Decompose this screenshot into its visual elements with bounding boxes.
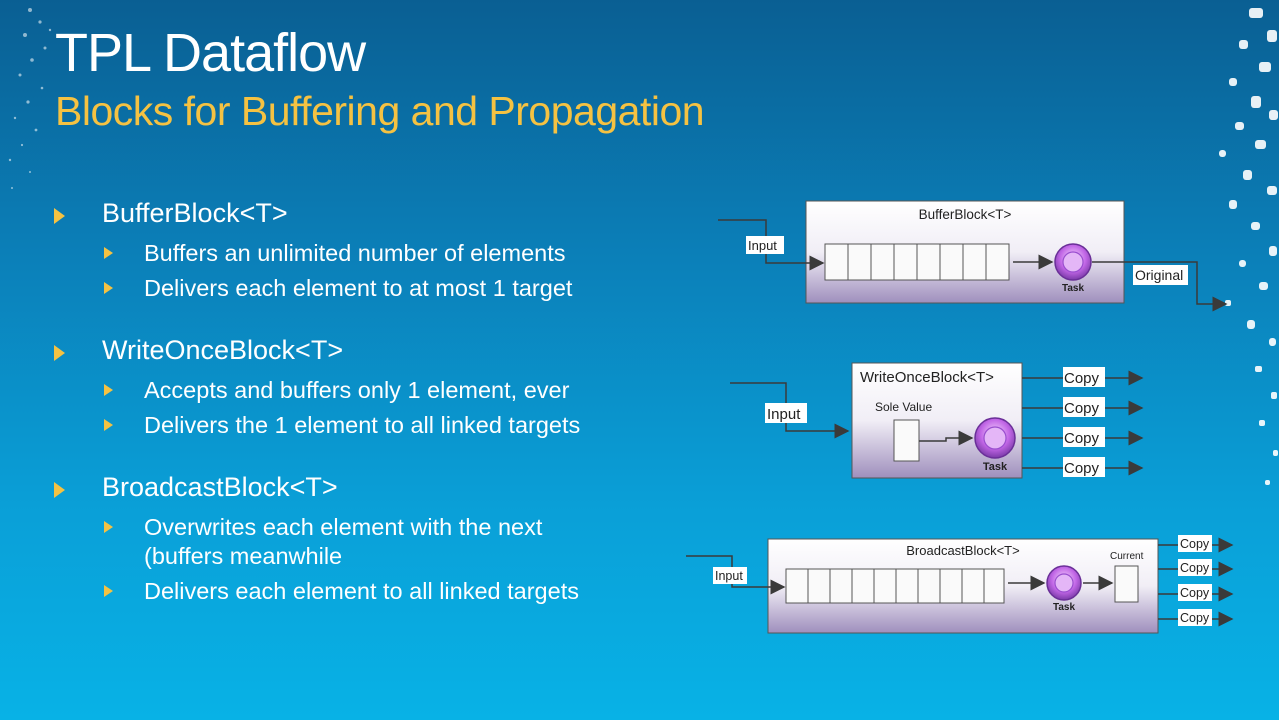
copy-label: Copy [1180, 586, 1210, 600]
bullet-text: Accepts and buffers only 1 element, ever [144, 377, 570, 403]
bullet-triangle-icon [54, 345, 65, 361]
copy-label: Copy [1180, 611, 1210, 625]
input-label: Input [748, 238, 777, 253]
copy-outputs: Copy Copy Copy Copy [1158, 535, 1234, 627]
bullet-group-broadcastblock: BroadcastBlock<T> Overwrites each elemen… [52, 472, 672, 606]
slide-subtitle: Blocks for Buffering and Propagation [55, 88, 705, 134]
output-label: Original [1135, 267, 1183, 283]
copy-label: Copy [1180, 561, 1210, 575]
bullet-triangle-icon [104, 521, 113, 533]
buffer-queue [824, 243, 1010, 281]
bufferblock-diagram: BufferBlock<T> Input Task Original [718, 200, 1228, 312]
input-label-box [746, 236, 784, 254]
copy-label: Copy [1064, 430, 1100, 447]
bullet-text: Delivers the 1 element to all linked tar… [144, 412, 581, 438]
bullet-text: Buffers an unlimited number of elements [144, 240, 566, 266]
broadcast-queue [785, 568, 1005, 604]
task-label: Task [1053, 602, 1075, 613]
bullet-triangle-icon [54, 482, 65, 498]
broadcastblock-diagram: BroadcastBlock<T> Input Task Current Cop… [686, 535, 1234, 634]
bullet-triangle-icon [104, 419, 113, 431]
bullet-level2: Delivers each element to all linked targ… [52, 577, 672, 606]
output-arrow [1092, 261, 1228, 312]
bullet-text: Overwrites each element with the next (b… [144, 514, 543, 569]
bullet-label: WriteOnceBlock<T> [102, 335, 344, 365]
copy-label: Copy [1064, 460, 1100, 477]
bullet-text: Delivers each element to all linked targ… [144, 578, 579, 604]
bullet-list: BufferBlock<T> Buffers an unlimited numb… [52, 198, 672, 638]
input-label-box [765, 403, 807, 423]
decorative-dots-right [1219, 8, 1278, 485]
copy-label: Copy [1180, 537, 1210, 551]
bullet-triangle-icon [104, 282, 113, 294]
bufferblock-title: BufferBlock<T> [919, 207, 1012, 222]
bullet-level2: Delivers each element to at most 1 targe… [52, 274, 672, 303]
bullet-level1: BroadcastBlock<T> [52, 472, 672, 503]
bullet-label: BroadcastBlock<T> [102, 472, 338, 502]
broadcastblock-title: BroadcastBlock<T> [906, 543, 1019, 558]
input-label-box [713, 567, 747, 584]
copy-outputs: Copy Copy Copy Copy [1022, 367, 1144, 477]
input-label: Input [767, 406, 801, 423]
bullet-level2: Overwrites each element with the next (b… [52, 513, 614, 571]
writeonceblock-title: WriteOnceBlock<T> [860, 369, 994, 386]
task-label: Task [983, 461, 1008, 473]
sole-value-slot [893, 419, 920, 462]
current-label: Current [1110, 551, 1144, 562]
bullet-triangle-icon [104, 585, 113, 597]
copy-label: Copy [1064, 400, 1100, 417]
decorative-dots-left [8, 8, 52, 189]
bullet-text: Delivers each element to at most 1 targe… [144, 275, 573, 301]
task-label: Task [1062, 283, 1084, 294]
bullet-level2: Accepts and buffers only 1 element, ever [52, 376, 672, 405]
output-label-box [1133, 265, 1188, 285]
bullet-triangle-icon [54, 208, 65, 224]
input-label: Input [715, 569, 743, 583]
bullet-triangle-icon [104, 247, 113, 259]
current-slot [1114, 565, 1139, 603]
bullet-label: BufferBlock<T> [102, 198, 288, 228]
copy-label: Copy [1064, 370, 1100, 387]
slide-title: TPL Dataflow [55, 23, 366, 83]
bullet-group-bufferblock: BufferBlock<T> Buffers an unlimited numb… [52, 198, 672, 303]
bullet-level2: Buffers an unlimited number of elements [52, 239, 672, 268]
value-to-task-arrow [919, 430, 974, 446]
dataflow-diagrams: BufferBlock<T> Input Task Original Write… [686, 200, 1234, 634]
bullet-level1: WriteOnceBlock<T> [52, 335, 672, 366]
bullet-level2: Delivers the 1 element to all linked tar… [52, 411, 672, 440]
bullet-level1: BufferBlock<T> [52, 198, 672, 229]
sole-value-label: Sole Value [875, 400, 932, 414]
bullet-triangle-icon [104, 384, 113, 396]
bullet-group-writeonceblock: WriteOnceBlock<T> Accepts and buffers on… [52, 335, 672, 440]
writeonceblock-diagram: WriteOnceBlock<T> Sole Value Input Task … [730, 362, 1144, 479]
